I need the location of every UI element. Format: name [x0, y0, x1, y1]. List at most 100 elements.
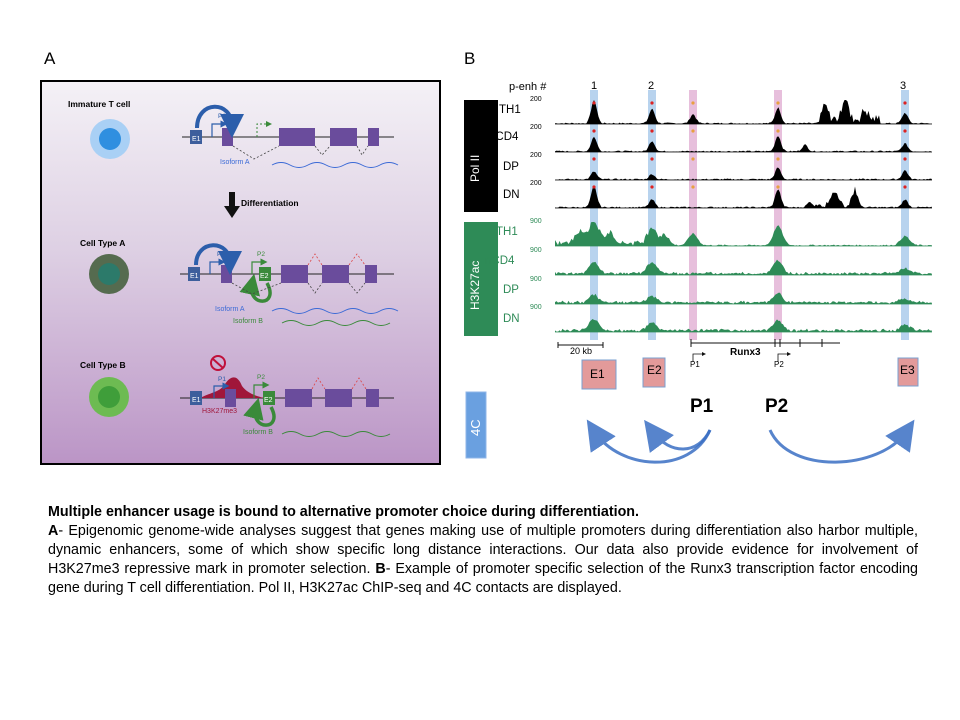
contact-arc-p1-e2 — [644, 419, 712, 453]
signal-track — [555, 167, 932, 180]
h3k27ac-group-bar — [464, 222, 498, 336]
panel-b-tracks: p-enh # 1 2 3 Pol II H3K27ac TH1 200 nCD4 2… — [460, 70, 940, 470]
peak-marker — [650, 101, 654, 105]
caption-b-text: - Example of promoter specific selection… — [48, 561, 918, 596]
peak-marker — [592, 185, 596, 189]
track-scale: 900 — [530, 304, 542, 311]
gene-label: Runx3 — [730, 347, 761, 358]
p-enh-number: 2 — [648, 80, 655, 92]
peak-marker — [592, 101, 596, 105]
peak-marker — [903, 157, 907, 161]
promoter-highlight-band — [774, 90, 782, 340]
peak-marker — [691, 157, 695, 161]
svg-text:P1: P1 — [217, 251, 225, 258]
peak-marker — [691, 101, 695, 105]
track-scale: 900 — [530, 218, 542, 225]
peak-marker — [650, 129, 654, 133]
track-label: nCD4 — [485, 255, 515, 267]
svg-text:P2: P2 — [257, 251, 265, 258]
fourc-box — [465, 391, 487, 459]
enhancer-box-e1 — [581, 359, 617, 390]
svg-text:P2: P2 — [257, 374, 265, 381]
peak-marker — [650, 185, 654, 189]
promoter-small-label: P1 — [690, 360, 700, 369]
caption-a-label: A — [48, 523, 59, 539]
peak-marker — [776, 129, 780, 133]
p-enh-label: p-enh # — [509, 81, 547, 93]
track-scale: 200 — [530, 124, 542, 131]
signal-track — [555, 319, 932, 332]
isoform-label: Isoform B — [233, 318, 263, 325]
caption-a-text: - Epigenomic genome-wide analyses sugges… — [48, 523, 918, 577]
svg-text:E2: E2 — [264, 397, 273, 404]
signal-track — [555, 100, 932, 124]
peak-marker — [776, 157, 780, 161]
track-scale: 200 — [530, 152, 542, 159]
track-label: nCD4 — [489, 131, 519, 143]
enhancer-highlight-band — [590, 90, 598, 340]
enhancer-box-e2 — [642, 357, 666, 388]
signal-track — [555, 136, 932, 152]
track-scale: 200 — [530, 180, 542, 187]
signal-track — [555, 292, 932, 304]
h3k27ac-group-label: H3K27ac — [468, 260, 482, 310]
peak-marker — [592, 157, 596, 161]
enhancer-label: E3 — [900, 363, 915, 377]
p-enh-number: 3 — [900, 80, 907, 92]
peak-marker — [903, 101, 907, 105]
enhancer-box-e3 — [897, 357, 919, 387]
peak-marker — [650, 157, 654, 161]
signal-track — [555, 186, 932, 208]
track-label: TH1 — [496, 226, 518, 238]
caption-body: A- Epigenomic genome-wide analyses sugge… — [48, 522, 918, 598]
svg-text:E1: E1 — [192, 136, 201, 143]
differentiation-label: Differentiation — [241, 198, 299, 208]
figure-caption: Multiple enhancer usage is bound to alte… — [48, 503, 918, 598]
peak-marker — [903, 129, 907, 133]
promoter-big-label: P2 — [765, 396, 789, 417]
promoter-small-label: P2 — [774, 360, 784, 369]
peak-marker — [592, 129, 596, 133]
promoter-highlight-band — [689, 90, 697, 340]
enhancer-highlight-band — [648, 90, 656, 340]
signal-track — [555, 222, 932, 246]
fourc-label: 4C — [468, 419, 483, 436]
svg-text:E2: E2 — [260, 273, 269, 280]
track-label: DN — [503, 189, 520, 201]
track-label: DP — [503, 161, 519, 173]
svg-text:P1: P1 — [218, 113, 226, 120]
cell-label-immature: Immature T cell — [68, 99, 131, 109]
enhancer-highlight-band — [901, 90, 909, 340]
peak-marker — [776, 101, 780, 105]
peak-marker — [903, 185, 907, 189]
panel-a-letter: A — [44, 49, 56, 68]
isoform-label: Isoform A — [215, 306, 245, 313]
isoform-label: Isoform B — [243, 429, 273, 436]
h3k27me3-label: H3K27me3 — [202, 408, 238, 415]
peak-marker — [691, 185, 695, 189]
enhancer-label: E2 — [647, 363, 662, 377]
p-enh-number: 1 — [591, 80, 598, 92]
enhancer-label: E1 — [590, 367, 605, 381]
signal-track — [555, 259, 932, 275]
peak-marker — [776, 185, 780, 189]
caption-title: Multiple enhancer usage is bound to alte… — [48, 504, 640, 520]
track-label: TH1 — [499, 104, 521, 116]
track-scale: 200 — [530, 96, 542, 103]
svg-text:E1: E1 — [192, 397, 201, 404]
track-scale: 900 — [530, 276, 542, 283]
caption-b-label: B — [375, 561, 386, 577]
contact-arc-p2-e3 — [768, 419, 915, 464]
scale-bar-label: 20 kb — [570, 346, 593, 356]
panel-a-schematic: E1 P1 E1 E2 P1 P2 — [40, 80, 441, 465]
track-scale: 900 — [530, 247, 542, 254]
svg-text:E1: E1 — [190, 273, 199, 280]
cell-label-type-a: Cell Type A — [80, 238, 126, 248]
svg-text:P1: P1 — [218, 376, 226, 383]
promoter-big-label: P1 — [690, 396, 714, 417]
polii-group-label: Pol II — [468, 154, 482, 182]
track-label: DN — [503, 313, 520, 325]
cell-label-type-b: Cell Type B — [80, 360, 126, 370]
panel-b-letter: B — [464, 49, 476, 68]
peak-marker — [691, 129, 695, 133]
